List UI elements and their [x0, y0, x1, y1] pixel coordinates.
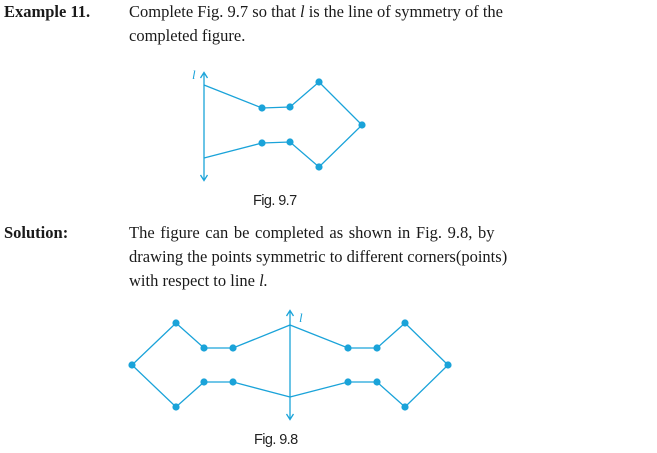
solution-line1: The figure can be completed as shown in … [129, 223, 495, 242]
axis-arrow-bottom [285, 413, 295, 421]
figure-point [344, 344, 352, 352]
axis-label-l: l [299, 310, 303, 325]
example-statement-line1: Complete Fig. 9.7 so that l is the line … [129, 0, 503, 24]
figure-point [286, 138, 294, 146]
figure-point [344, 378, 352, 386]
figure-point [172, 319, 180, 327]
example-statement-line2: completed figure. [129, 26, 246, 45]
axis-arrow-bottom [199, 174, 209, 182]
figure-point [200, 378, 208, 386]
example-line-var: l [299, 2, 305, 21]
figure-point [128, 361, 136, 369]
figure-caption-9-7: Fig. 9.7 [253, 193, 297, 209]
figure-point [286, 103, 294, 111]
figure-point [373, 378, 381, 386]
solution-line-var: l. [259, 271, 268, 290]
solution-line2: drawing the points symmetric to differen… [129, 247, 508, 266]
example-text-pre: Complete Fig. 9.7 so that [129, 2, 300, 21]
axis-label-l: l [192, 67, 196, 82]
figure-point [358, 121, 366, 129]
axis-arrow-top [199, 71, 209, 79]
figure-point [258, 104, 266, 112]
example-label: Example 11. [4, 2, 91, 21]
figure-point [315, 78, 323, 86]
figure-point [444, 361, 452, 369]
figure-point [258, 139, 266, 147]
figure-point [172, 403, 180, 411]
figure-point [200, 344, 208, 352]
figure-point [401, 403, 409, 411]
figure-point [229, 344, 237, 352]
solution-line3: with respect to line l. [129, 269, 268, 293]
right-half-outline [289, 322, 449, 408]
figure-point [315, 163, 323, 171]
figure-point [401, 319, 409, 327]
figure-point [229, 378, 237, 386]
figure-caption-9-8: Fig. 9.8 [254, 432, 298, 448]
example-text-post: is the line of symmetry of the [304, 2, 503, 21]
axis-arrow-top [285, 309, 295, 317]
figure-point [373, 344, 381, 352]
solution-label: Solution: [4, 223, 69, 242]
left-half-outline [131, 322, 291, 408]
solution-text-pre: with respect to line [129, 271, 260, 290]
